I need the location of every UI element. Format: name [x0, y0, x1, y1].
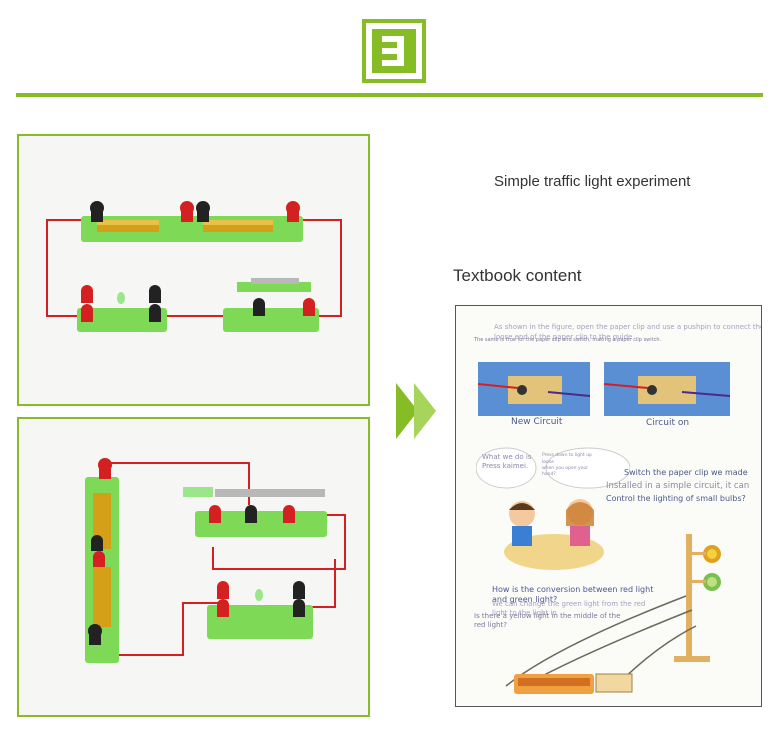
- circuit-kit-photo-2: [17, 417, 370, 717]
- caption-new-circuit: New Circuit: [511, 417, 563, 427]
- switch-text-line1: Switch the paper clip we made: [624, 468, 748, 477]
- textbook-intro-line1: As shown in the figure, open the paper c…: [494, 323, 762, 331]
- traffic-light-model: [674, 534, 721, 662]
- answer-line1: We can change the green light from the r…: [492, 600, 646, 608]
- double-chevron-right-icon: [396, 383, 436, 439]
- textbook-battery-wiring: [505, 595, 697, 694]
- children-illustration: [504, 499, 604, 570]
- yellow-light-question-line1: Is there a yellow light in the middle of…: [474, 612, 621, 620]
- switch-text-line2: Installed in a simple circuit, it can: [606, 481, 750, 491]
- bubble-left-line2: Press kaimei.: [482, 462, 529, 470]
- header-divider: [16, 93, 763, 97]
- speech-bubbles: [476, 447, 630, 489]
- circuit-kit-photo-1: [17, 134, 370, 406]
- circuit-photo-on: [604, 362, 730, 416]
- bubble-left-line1: What we do is: [482, 453, 532, 461]
- bubble-right-line3: when you open your: [542, 466, 589, 471]
- page-title: Simple traffic light experiment: [494, 173, 691, 190]
- question-line1: How is the conversion between red light: [492, 585, 654, 594]
- e-letter-logo-icon: [362, 19, 426, 83]
- caption-circuit-on: Circuit on: [646, 418, 690, 428]
- switch-text-line3: Control the lighting of small bulbs?: [606, 494, 746, 503]
- textbook-page: As shown in the figure, open the paper c…: [455, 305, 762, 707]
- section-label: Textbook content: [453, 266, 582, 285]
- answer-line2: light to the light in: [492, 609, 557, 617]
- question-line2: and green light?: [492, 595, 558, 604]
- bubble-right-line4: hand?: [542, 472, 556, 477]
- textbook-intro-line2: loose end of the paper clip to the guide: [494, 333, 633, 341]
- circuit-photo-new: [478, 362, 590, 416]
- bubble-right-line2: loose: [542, 460, 554, 465]
- yellow-light-question-line2: red light?: [474, 621, 507, 629]
- bubble-right-line1: Press down to light up: [542, 453, 592, 458]
- textbook-intro-overlay: The same is true for the paper clip and …: [474, 337, 662, 343]
